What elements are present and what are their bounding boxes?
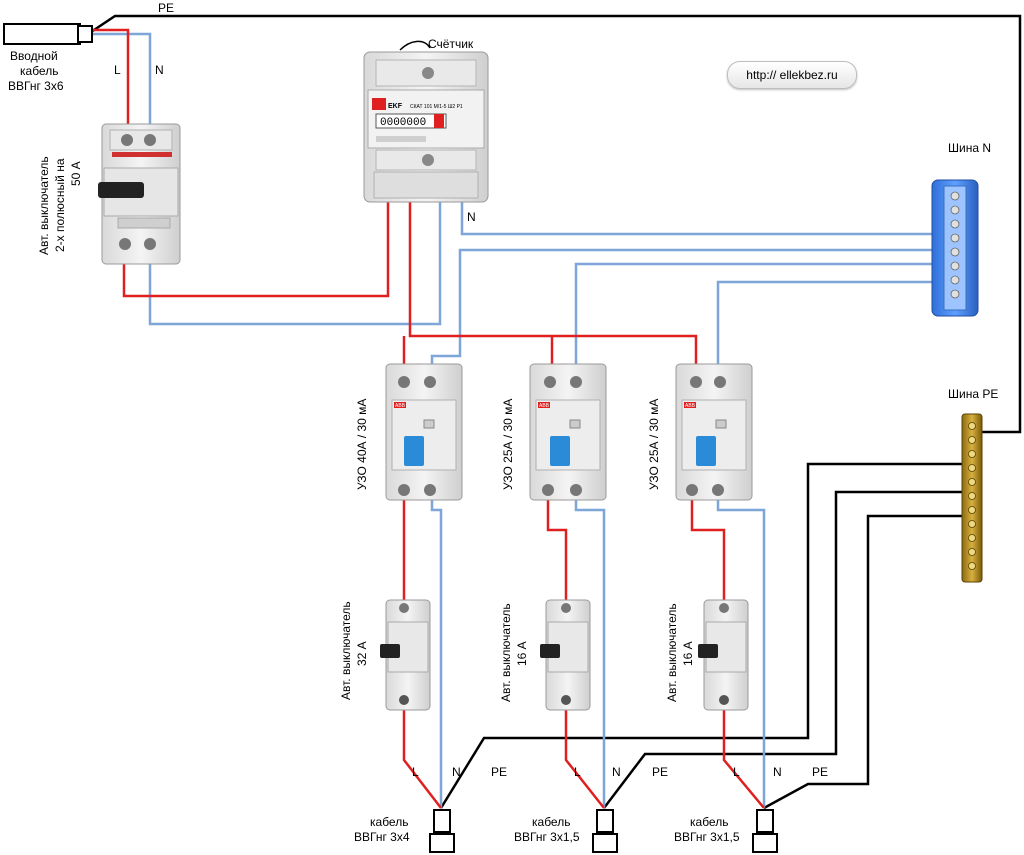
out1-l-label: L	[412, 765, 419, 779]
input-cable	[3, 23, 93, 45]
out3-pe-label: PE	[812, 765, 828, 779]
cable2-label-2: ВВГнг 3х1,5	[514, 830, 580, 844]
breaker3-label-1-wrap: Авт. выключатель	[665, 603, 679, 702]
main-breaker-label-3-wrap: 50 А	[69, 161, 83, 186]
branch-breaker-2	[540, 599, 591, 711]
main-breaker-label-3: 50 А	[69, 161, 83, 186]
rcd-3: ABB	[675, 363, 753, 501]
out3-n-label: N	[773, 765, 782, 779]
branch-breaker-3	[698, 599, 749, 711]
cable2-label-1: кабель	[532, 815, 570, 829]
rcd3-brand: ABB	[685, 403, 696, 409]
breaker2-label-2: 16 А	[515, 641, 529, 666]
input-l-label: L	[114, 63, 121, 77]
pe-bus	[961, 413, 983, 583]
n-breaker-to-meter	[148, 200, 442, 326]
rcd3-label: УЗО 25А / 30 мА	[647, 399, 661, 490]
rcd-1: ABB	[385, 363, 463, 501]
breaker1-label-1: Авт. выключатель	[339, 601, 353, 700]
breaker3-label-2: 16 А	[681, 641, 695, 666]
breaker2-label-1-wrap: Авт. выключатель	[499, 603, 513, 702]
meter-brand: EKF	[388, 103, 403, 110]
breaker1-label-2-wrap: 32 А	[355, 641, 369, 666]
l-breaker-to-meter	[122, 200, 390, 298]
input-n-label: N	[155, 63, 164, 77]
l-input-wire	[88, 28, 130, 128]
n-input-wire	[90, 32, 152, 128]
branch-breaker-1	[380, 599, 431, 711]
rcd2-brand: ABB	[539, 403, 550, 409]
breaker2-label-2-wrap: 16 А	[515, 641, 529, 666]
pe-wire-load3	[763, 514, 975, 810]
rcd1-brand: ABB	[395, 403, 406, 409]
pe-bus-label: Шина PE	[948, 387, 998, 401]
breaker1-label-2: 32 А	[355, 641, 369, 666]
pe-wire-load1	[439, 462, 975, 809]
cable1-label-1: кабель	[370, 815, 408, 829]
pe-wire-load2	[603, 490, 975, 809]
breaker3-label-2-wrap: 16 А	[681, 641, 695, 666]
main-breaker	[98, 123, 181, 265]
meter-n-label: N	[467, 210, 476, 224]
breaker3-label-1: Авт. выключатель	[665, 603, 679, 702]
rcd-2: ABB	[529, 363, 607, 501]
l-breaker3-to-load	[722, 700, 765, 809]
input-cable-label-3: ВВГнг 3х6	[8, 79, 64, 93]
rcd1-label: УЗО 40А / 30 мА	[355, 399, 369, 490]
l-rcd3-to-breaker3	[690, 490, 726, 604]
output-connector-3	[752, 809, 778, 853]
n-bus-label: Шина N	[948, 141, 991, 155]
n-bus-to-rcd2	[574, 262, 934, 370]
out1-pe-label: PE	[491, 765, 507, 779]
rcd2-label-wrap: УЗО 25А / 30 мА	[501, 399, 515, 490]
main-breaker-label-1: Авт. выключатель	[37, 156, 51, 255]
out2-n-label: N	[612, 765, 621, 779]
website-badge: http:// ellekbez.ru	[727, 61, 857, 89]
input-cable-label-1: Вводной	[10, 49, 58, 63]
l-rcd2-to-breaker2	[546, 490, 568, 604]
rcd1-label-wrap: УЗО 40А / 30 мА	[355, 399, 369, 490]
out3-l-label: L	[733, 765, 740, 779]
l-wires	[88, 28, 765, 809]
n-bus-to-rcd3	[716, 280, 934, 370]
cable3-label-2: ВВГнг 3х1,5	[674, 830, 740, 844]
n-rcd1-to-load	[430, 490, 443, 808]
out1-n-label: N	[452, 765, 461, 779]
cable1-label-2: ВВГнг 3х4	[354, 830, 410, 844]
electricity-meter: EKF СКАТ 101 М/1-5 Ш2 Р1 0000000	[363, 40, 489, 203]
out2-l-label: L	[574, 765, 581, 779]
out2-pe-label: PE	[652, 765, 668, 779]
output-connector-1	[429, 809, 455, 853]
meter-title: Счётчик	[428, 37, 474, 51]
rcd3-label-wrap: УЗО 25А / 30 мА	[647, 399, 661, 490]
pe-wires	[87, 14, 1022, 810]
pe-top-label: PE	[158, 1, 174, 15]
n-bus-to-rcd1	[430, 248, 934, 370]
n-bus	[931, 179, 979, 317]
breaker2-label-1: Авт. выключатель	[499, 603, 513, 702]
l-breaker2-to-load	[564, 700, 605, 809]
main-breaker-label-2: 2-х полюсный на	[53, 158, 67, 252]
breaker1-label-1-wrap: Авт. выключатель	[339, 601, 353, 700]
cable3-label-1: кабель	[690, 815, 728, 829]
main-breaker-label-1-wrap: Авт. выключатель	[37, 156, 51, 255]
n-meter-to-bus	[460, 200, 934, 236]
meter-model: СКАТ 101 М/1-5 Ш2 Р1	[410, 104, 463, 110]
rcd2-label: УЗО 25А / 30 мА	[501, 399, 515, 490]
output-connector-2	[592, 809, 618, 853]
l-breaker1-to-load	[402, 700, 442, 809]
meter-digits: 0000000	[380, 117, 426, 129]
main-breaker-label-2-wrap: 2-х полюсный на	[53, 158, 67, 252]
pe-input-wire	[87, 14, 1022, 434]
input-cable-label-2: кабель	[20, 64, 58, 78]
